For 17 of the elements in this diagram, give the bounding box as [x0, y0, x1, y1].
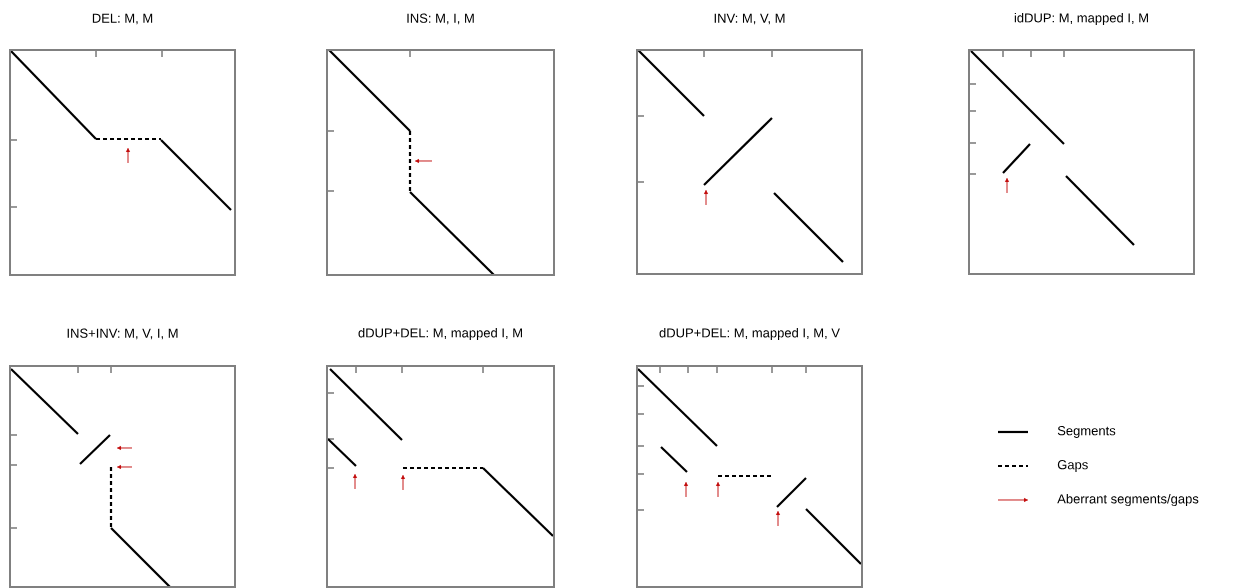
plot-panel: DEL: M, M: [9, 13, 236, 276]
plot-panel: INV: M, V, M: [636, 13, 863, 275]
legend-label: Gaps: [1057, 460, 1088, 472]
plot-panel: INS: M, I, M: [326, 13, 555, 276]
node-label: dDUP+DEL: M, mapped I, M, V: [659, 327, 840, 341]
plot-panel: dDUP+DEL: M, mapped I, M: [326, 327, 555, 588]
node-label: INV: M, V, M: [714, 13, 785, 25]
legend-label: Segments: [1057, 426, 1116, 438]
legend-label: Aberrant segments/gaps: [1057, 493, 1199, 507]
plot-panel: dDUP+DEL: M, mapped I, M, V: [636, 327, 863, 588]
node-label: DEL: M, M: [92, 13, 153, 25]
node-label: INS: M, I, M: [407, 13, 474, 25]
plot-panel: idDUP: M, mapped I, M: [968, 12, 1195, 275]
node-label: dDUP+DEL: M, mapped I, M: [358, 327, 522, 341]
node-label: INS+INV: M, V, I, M: [67, 328, 178, 340]
node-label: idDUP: M, mapped I, M: [1014, 12, 1148, 26]
plot-panel: INS+INV: M, V, I, M: [9, 328, 236, 588]
